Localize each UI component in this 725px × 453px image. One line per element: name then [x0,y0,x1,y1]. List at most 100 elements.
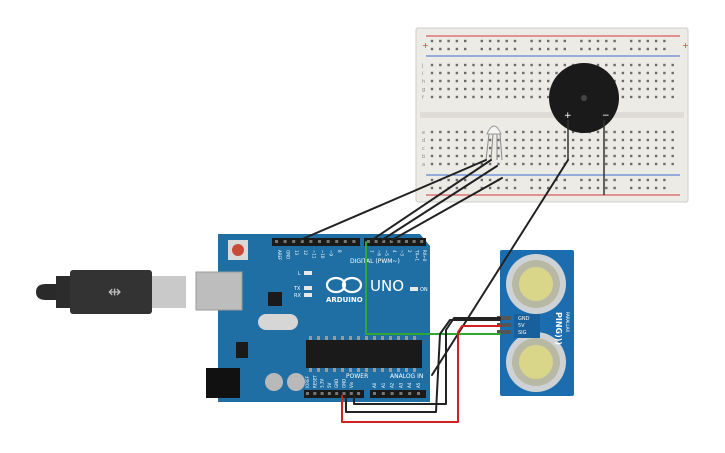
rail-hole [505,178,508,182]
breadboard-hole [488,154,492,158]
rail-hole [547,39,550,43]
rail-hole [430,47,434,51]
rail-hole [439,39,442,43]
breadboard-hole [480,138,483,142]
sensor-pin-5v: 5V [518,323,525,329]
rail-hole [480,178,483,182]
breadboard-hole [522,162,525,166]
breadboard-hole [621,79,625,83]
breadboard-hole [530,162,533,166]
breadboard-hole [439,130,442,134]
analog-pin-label: A4 [407,382,412,388]
breadboard-hole [547,79,550,83]
wire-led-green [381,165,498,241]
breadboard-holes [430,39,674,190]
breadboard-hole [522,87,525,91]
header-pin [417,392,420,395]
breadboard-hole [488,138,492,142]
breadboard-hole [455,79,459,83]
piezo-buzzer[interactable]: + − [549,63,619,195]
breadboard-hole [671,130,674,134]
breadboard-hole [447,71,450,75]
breadboard-hole [464,95,467,99]
rail-hole [464,186,467,190]
rail-hole [447,178,450,182]
rail-hole [613,186,616,190]
arduino-uno[interactable]: ARDUINO UNO DIGITAL (PWM~) POWER ANALOG … [195,234,430,402]
breadboard-hole [630,79,633,83]
breadboard-hole [513,154,517,158]
reset-button[interactable] [232,244,244,256]
digital-pin-label: ~9 [329,250,334,256]
header-pin [382,240,386,243]
chip-leg [341,336,344,340]
breadboard-hole [538,162,542,166]
breadboard-hole [430,63,434,67]
rail-hole [505,186,508,190]
breadboard-hole [663,87,666,91]
breadboard-hole [488,87,492,91]
crystal [258,314,298,330]
analog-pin-label: A5 [416,382,421,388]
header-pin [335,392,339,395]
breadboard-hole [455,87,459,91]
breadboard-hole [513,146,517,150]
led-rx [304,293,312,297]
chip-leg [341,368,344,372]
breadboard-hole [472,63,475,67]
rail-hole [596,47,600,51]
breadboard-hole [472,71,475,75]
breadboard-hole [513,130,517,134]
breadboard-hole [588,154,591,158]
breadboard-hole [530,130,533,134]
breadboard-hole [663,71,666,75]
breadboard-hole [596,162,600,166]
breadboard-hole [613,138,616,142]
rail-hole [430,186,434,190]
breadboard-hole [547,71,550,75]
header-pin [349,392,353,395]
breadboard-hole [480,79,483,83]
rail-hole [654,178,658,182]
analog-header [370,390,426,398]
breadboard-hole [605,162,608,166]
led-tx [304,286,312,290]
breadboard-hole [480,63,483,67]
row-letter: g [422,87,425,93]
rail-hole [513,39,517,43]
header-pin [327,392,331,395]
breadboard-hole [505,71,508,75]
breadboard-hole [596,63,600,67]
breadboard-hole [430,95,434,99]
breadboard-hole [547,146,550,150]
rail-hole [605,39,608,43]
chip-leg [405,336,408,340]
rail-hole [497,47,500,51]
digital-pin-label: ~5 [384,250,389,256]
rail-hole [596,178,600,182]
buzzer-minus-label: − [602,111,610,121]
rail-hole [447,47,450,51]
rail-hole [513,178,517,182]
on-label: ON [420,287,428,293]
chip-leg [333,336,336,340]
breadboard-hole [538,130,542,134]
chip-leg [413,336,416,340]
breadboard-hole [646,162,649,166]
breadboard-hole [654,63,658,67]
rail-hole [439,186,442,190]
breadboard-hole [630,63,633,67]
breadboard-hole [447,138,450,142]
rail-hole [588,178,591,182]
rail-hole [555,39,558,43]
rail-hole [488,178,492,182]
breadboard-hole [505,63,508,67]
ping-sensor[interactable]: GND 5V SIG PING))) PARALLAX [497,250,574,396]
chip-leg [389,336,392,340]
rail-plus-label: + [422,41,429,50]
breadboard-hole [447,130,450,134]
breadboard-hole [596,146,600,150]
capacitor [287,373,305,391]
rail-hole [638,186,641,190]
rgb-led[interactable] [485,125,503,161]
